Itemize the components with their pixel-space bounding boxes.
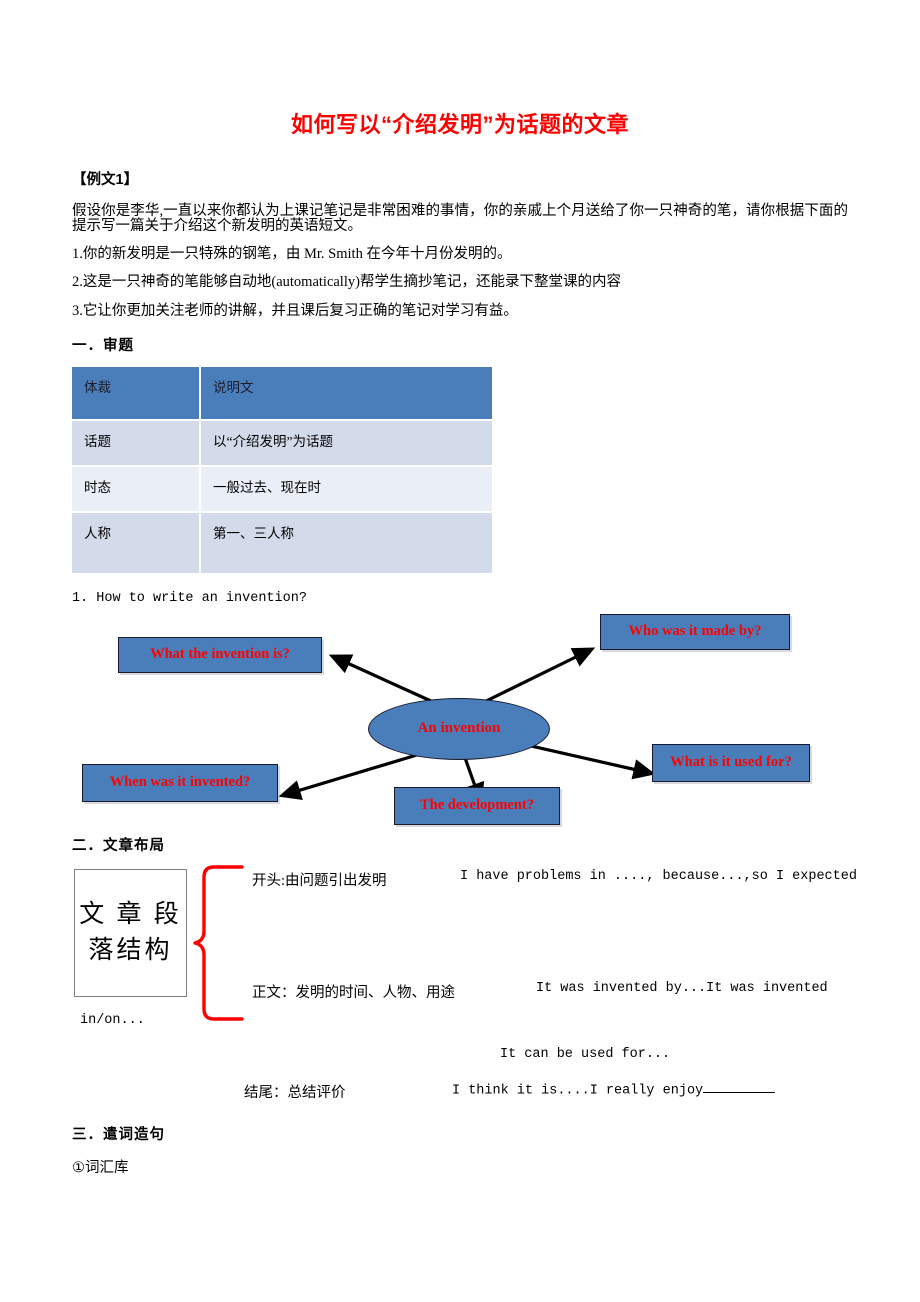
prompt-item-1: 1.你的新发明是一只特殊的钢笔，由 Mr. Smith 在今年十月份发明的。 [72, 246, 512, 263]
table-row: 时态 一般过去、现在时 [72, 465, 492, 513]
structure-row-opening-cn: 开头:由问题引出发明 [252, 872, 387, 889]
mindmap-center-label: An invention [417, 720, 501, 737]
table-cell-value: 说明文 [200, 366, 492, 421]
table-row: 人称 第一、三人称 [72, 511, 492, 575]
table-row: 体裁 说明文 [72, 366, 492, 421]
structure-row-ending-cn: 结尾：总结评价 [244, 1084, 346, 1101]
page-title: 如何写以“介绍发明”为话题的文章 [290, 112, 629, 137]
structure-row-body-cn: 正文：发明的时间、人物、用途 [252, 984, 455, 1001]
mindmap-node-label: What the invention is? [150, 646, 290, 663]
structure-label-line1: 文 章 段 [79, 900, 182, 928]
prompt-item-2: 2.这是一只神奇的笔能够自动地(automatically)帮学生摘抄笔记，还能… [72, 274, 621, 291]
structure-row-used-for: It can be used for... [500, 1046, 671, 1062]
table-cell-key: 时态 [72, 465, 201, 513]
mindmap-node-used-for[interactable]: What is it used for? [652, 743, 810, 782]
structure-row-ending-en-text: I think it is....I really enjoy [452, 1083, 704, 1099]
analysis-table: 体裁 说明文 话题 以“介绍发明”为话题 时态 一般过去、现在时 人称 第一、三… [72, 366, 492, 575]
red-brace-icon [193, 865, 244, 1021]
mindmap-node-label: What is it used for? [670, 754, 792, 771]
mindmap-heading: 1. How to write an invention? [72, 590, 307, 606]
prompt-paragraph: 假设你是李华,一直以来你都认为上课记笔记是非常困难的事情，你的亲戚上个月送给了你… [72, 202, 848, 234]
mindmap-node-what-invention-is[interactable]: What the invention is? [118, 636, 322, 673]
mindmap-node-who-made-by[interactable]: Who was it made by? [600, 613, 790, 650]
structure-label-box: 文 章 段 落结构 [74, 868, 187, 997]
table-cell-value: 第一、三人称 [200, 511, 492, 575]
section-heading-two: 二．文章布局 [72, 837, 165, 854]
section-heading-one: 一．审题 [72, 337, 134, 354]
section-three-subheading: ①词汇库 [72, 1159, 129, 1176]
prompt-item-3: 3.它让你更加关注老师的讲解，并且课后复习正确的笔记对学习有益。 [72, 302, 518, 319]
structure-row-opening-en: I have problems in ...., because...,so I… [460, 868, 857, 884]
invention-mindmap: An invention What the invention is? Who … [72, 610, 848, 832]
structure-row-ending-en: I think it is....I really enjoy [452, 1081, 776, 1099]
mindmap-node-label: When was it invented? [109, 774, 251, 791]
structure-row-in-on: in/on... [80, 1012, 145, 1028]
fill-in-blank [703, 1081, 776, 1094]
table-cell-key: 体裁 [72, 366, 201, 421]
table-cell-key: 话题 [72, 419, 201, 467]
structure-row-body-en: It was invented by...It was invented [536, 980, 828, 996]
mindmap-node-development[interactable]: The development? [394, 786, 560, 825]
mindmap-center-node: An invention [368, 697, 550, 760]
section-heading-three: 三．遣词造句 [72, 1126, 165, 1143]
table-row: 话题 以“介绍发明”为话题 [72, 419, 492, 467]
article-structure: 文 章 段 落结构 开头:由问题引出发明 I have problems in … [72, 861, 857, 1121]
table-cell-key: 人称 [72, 511, 201, 575]
sample-label: 【例文1】 [72, 172, 139, 189]
structure-label-line2: 落结构 [88, 936, 173, 964]
mindmap-node-label: Who was it made by? [628, 623, 762, 640]
table-cell-value: 一般过去、现在时 [200, 465, 492, 513]
table-cell-value: 以“介绍发明”为话题 [200, 419, 492, 467]
mindmap-node-when-invented[interactable]: When was it invented? [82, 763, 278, 802]
mindmap-node-label: The development? [420, 797, 534, 814]
